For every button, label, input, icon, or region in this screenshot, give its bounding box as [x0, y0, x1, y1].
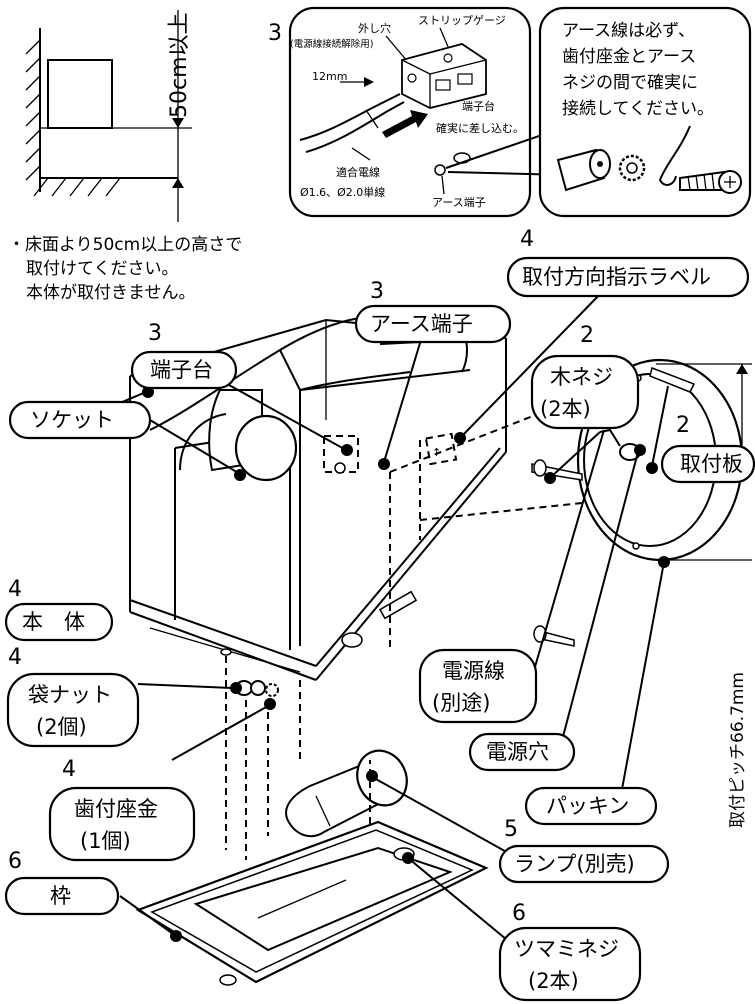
- wiring-earth-terminal-label: アース端子: [432, 196, 486, 209]
- svg-text:ツマミネジ: ツマミネジ: [514, 937, 619, 961]
- svg-text:ランプ(別売): ランプ(別売): [514, 852, 635, 876]
- callout-socket: ソケット: [8, 400, 152, 440]
- callout-label-direction: 4 取付方向指示ラベル: [506, 227, 750, 298]
- svg-text:ソケット: ソケット: [30, 408, 114, 432]
- bag-nut-drawing: [225, 656, 301, 860]
- height-dimension-label: 50cm以上: [167, 12, 192, 118]
- wiring-detail-box: 外し穴 (電源線接続解除用) ストリップゲージ 12mm 端子台 確実に差し込む…: [288, 6, 532, 218]
- callout-power-hole: 電源穴: [468, 732, 576, 772]
- svg-text:4: 4: [62, 757, 76, 782]
- callout-packing: パッキン: [524, 786, 658, 826]
- wiring-terminal-block-label: 端子台: [462, 99, 495, 113]
- svg-text:本 体: 本 体: [22, 610, 85, 634]
- svg-text:パッキン: パッキン: [546, 794, 629, 818]
- svg-text:(別途): (別途): [432, 691, 490, 715]
- release-hole-sub: (電源線接続解除用): [290, 38, 373, 50]
- callout-power-line: 電源線 (別途): [418, 648, 538, 724]
- svg-text:5: 5: [504, 817, 518, 842]
- svg-text:木ネジ: 木ネジ: [550, 365, 613, 389]
- callout-toothed-washer: 4 歯付座金 (1個): [48, 757, 196, 862]
- leader-lines: [107, 289, 670, 945]
- callout-wood-screw: 2 木ネジ (2本): [530, 323, 640, 430]
- strip-length-label: 12mm: [312, 70, 347, 83]
- svg-text:端子台: 端子台: [150, 358, 213, 382]
- svg-text:取付板: 取付板: [680, 452, 743, 476]
- callout-mount-plate: 2 取付板: [660, 413, 755, 484]
- svg-text:袋ナット: 袋ナット: [28, 683, 112, 707]
- wire-spec: Ø1.6、Ø2.0単線: [300, 185, 385, 199]
- earth-detail-box: アース線は必ず、 歯付座金とアース ネジの間で確実に 接続してください。: [538, 6, 752, 218]
- svg-text:電源穴: 電源穴: [486, 740, 549, 764]
- strip-gauge-label: ストリップゲージ: [418, 14, 506, 27]
- earth-note-line-3: ネジの間で確実に: [562, 73, 698, 93]
- callout-terminal-block: 3 端子台: [130, 321, 238, 390]
- height-note-line-3: 本体が取付きません。: [26, 283, 196, 303]
- callout-body: 4 本 体: [4, 577, 114, 642]
- svg-text:2: 2: [580, 323, 594, 348]
- svg-text:4: 4: [8, 645, 22, 670]
- svg-text:4: 4: [8, 577, 22, 602]
- svg-text:6: 6: [8, 849, 22, 874]
- svg-text:アース端子: アース端子: [370, 312, 473, 336]
- release-hole-label: 外し穴: [358, 21, 391, 35]
- height-note: ・床面より50cm以上の高さで 取付けてください。 本体が取付きません。: [8, 235, 242, 303]
- svg-text:2: 2: [676, 413, 690, 438]
- svg-text:(2個): (2個): [36, 715, 87, 739]
- svg-text:4: 4: [520, 227, 534, 252]
- callout-earth-terminal: 3 アース端子: [354, 279, 512, 344]
- svg-text:3: 3: [148, 321, 162, 346]
- svg-text:↑: ↑: [432, 446, 441, 459]
- earth-note-line-4: 接続してください。: [562, 99, 714, 119]
- wire-title: 適合電線: [336, 165, 380, 179]
- mount-pitch-label: 取付ピッチ66.7mm: [728, 672, 748, 828]
- height-requirement-figure: 50cm以上: [25, 10, 192, 222]
- svg-text:6: 6: [512, 901, 526, 926]
- insert-note: 確実に差し込む。: [436, 121, 524, 135]
- svg-text:(2本): (2本): [540, 397, 591, 421]
- svg-text:歯付座金: 歯付座金: [74, 797, 158, 821]
- svg-text:電源線: 電源線: [442, 659, 505, 683]
- callout-frame: 6 枠: [4, 849, 120, 916]
- terminal-block-figure: [401, 43, 487, 109]
- callout-knob-screw: 6 ツマミネジ (2本): [498, 901, 642, 1002]
- callout-bag-nut: 4 袋ナット (2個): [6, 645, 140, 748]
- frame-drawing: [135, 820, 489, 986]
- height-note-line-1: ・床面より50cm以上の高さで: [8, 235, 242, 255]
- earth-note-line-2: 歯付座金とアース: [562, 47, 696, 67]
- svg-text:枠: 枠: [50, 884, 71, 908]
- wiring-step-number: 3: [268, 21, 282, 46]
- svg-text:(1個): (1個): [80, 829, 131, 853]
- callout-lamp: 5 ランプ(別売): [498, 817, 670, 884]
- svg-text:3: 3: [370, 279, 384, 304]
- mounting-plate-drawing: 取付ピッチ66.7mm: [575, 358, 752, 828]
- height-note-line-2: 取付けてください。: [26, 259, 179, 279]
- wood-screws-drawing: [531, 459, 583, 647]
- svg-text:取付方向指示ラベル: 取付方向指示ラベル: [522, 265, 711, 289]
- svg-text:(2本): (2本): [528, 969, 579, 993]
- earth-note-line-1: アース線は必ず、: [562, 21, 695, 41]
